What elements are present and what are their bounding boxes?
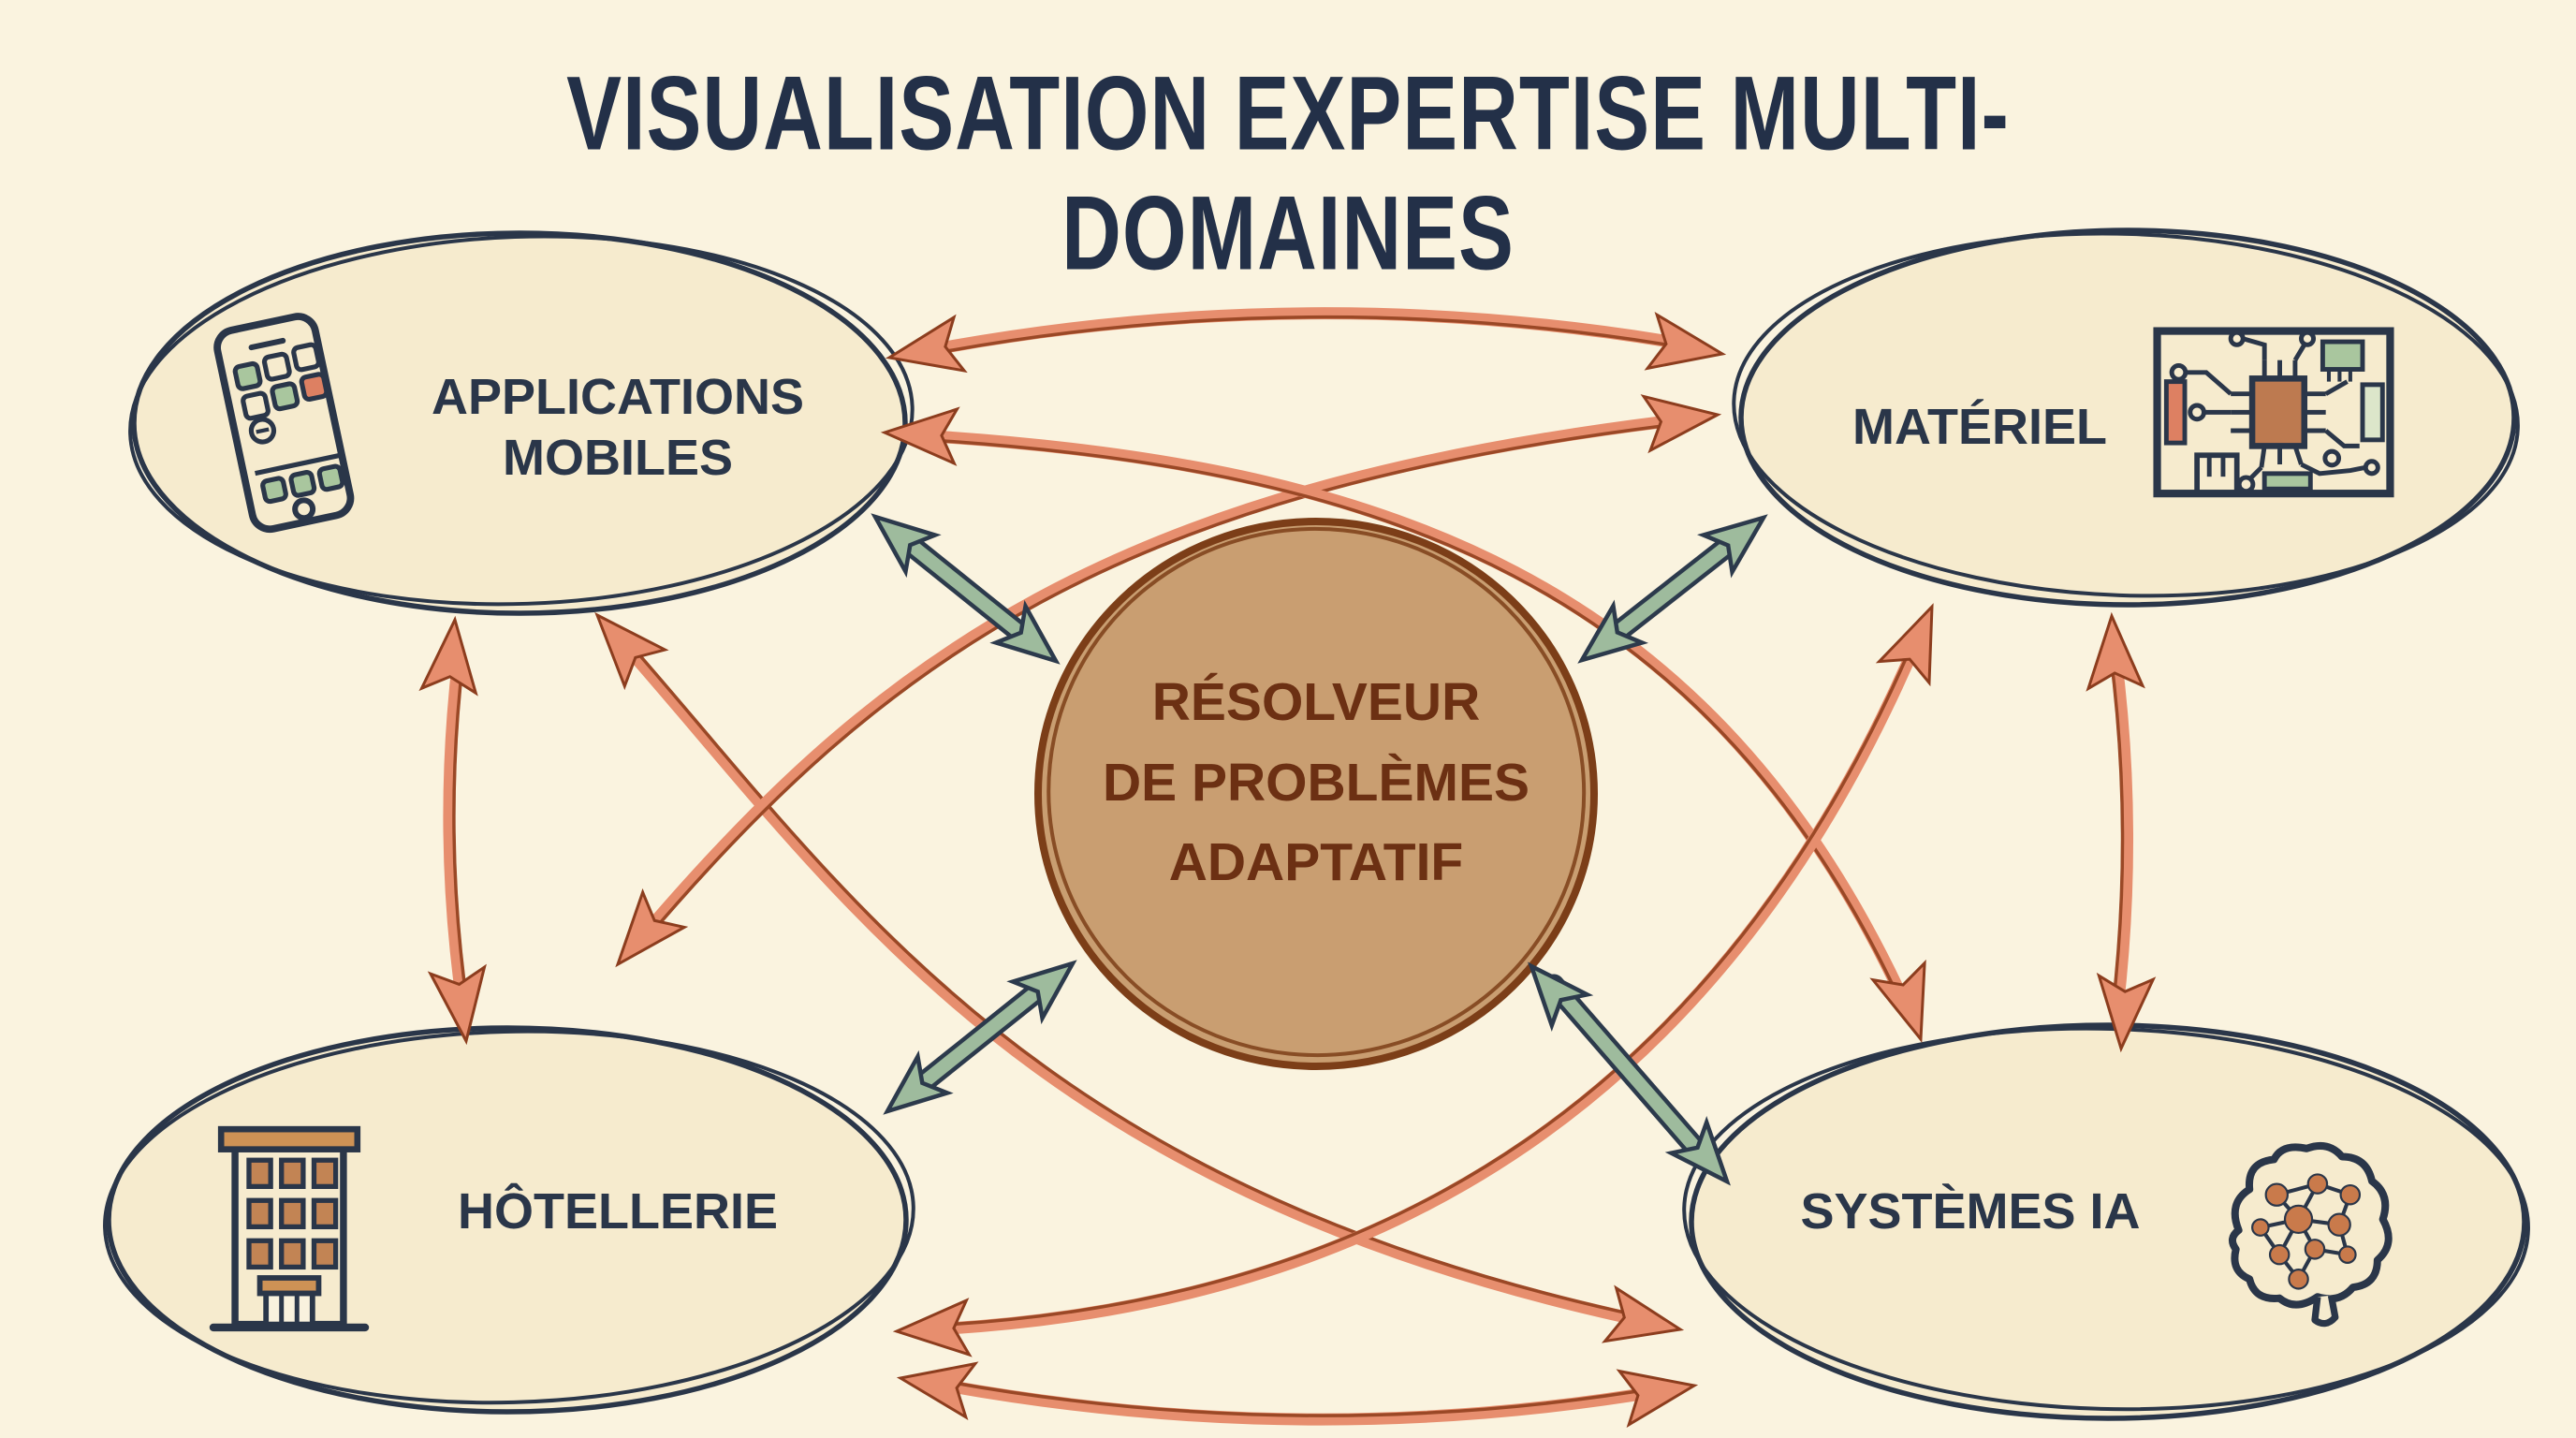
label-materiel: MATÉRIEL (1852, 399, 2107, 455)
label-applications-mobiles: APPLICATIONS MOBILES (431, 369, 804, 486)
smartphone-icon (213, 313, 355, 534)
spoke-center-bottom-left (872, 946, 1087, 1130)
link-right-vertical (2083, 612, 2155, 1052)
spoke-center-bottom-right (1514, 951, 1745, 1197)
link-diagonal-bl-tr-high (595, 386, 1723, 984)
spoke-center-top-right (1568, 499, 1778, 678)
label-resolveur-central: RÉSOLVEUR DE PROBLÈMES ADAPTATIF (1102, 672, 1530, 892)
node-materiel (1732, 227, 2520, 608)
circuit-board-icon (2153, 327, 2394, 498)
page-title: VISUALISATION EXPERTISE MULTI-DOMAINES (566, 55, 2010, 292)
spoke-center-top-left (860, 499, 1070, 680)
link-top-arch (882, 307, 1729, 386)
link-bottom-arch (894, 1349, 1701, 1427)
label-hotellerie: HÔTELLERIE (457, 1183, 778, 1240)
center-node-circle (1034, 518, 1598, 1070)
link-diagonal-bl-tr-low (893, 594, 1959, 1360)
label-systemes-ia: SYSTÈMES IA (1800, 1183, 2141, 1240)
hotel-building-icon (209, 1125, 370, 1332)
brain-network-icon (2229, 1141, 2393, 1328)
link-left-vertical (419, 615, 495, 1047)
